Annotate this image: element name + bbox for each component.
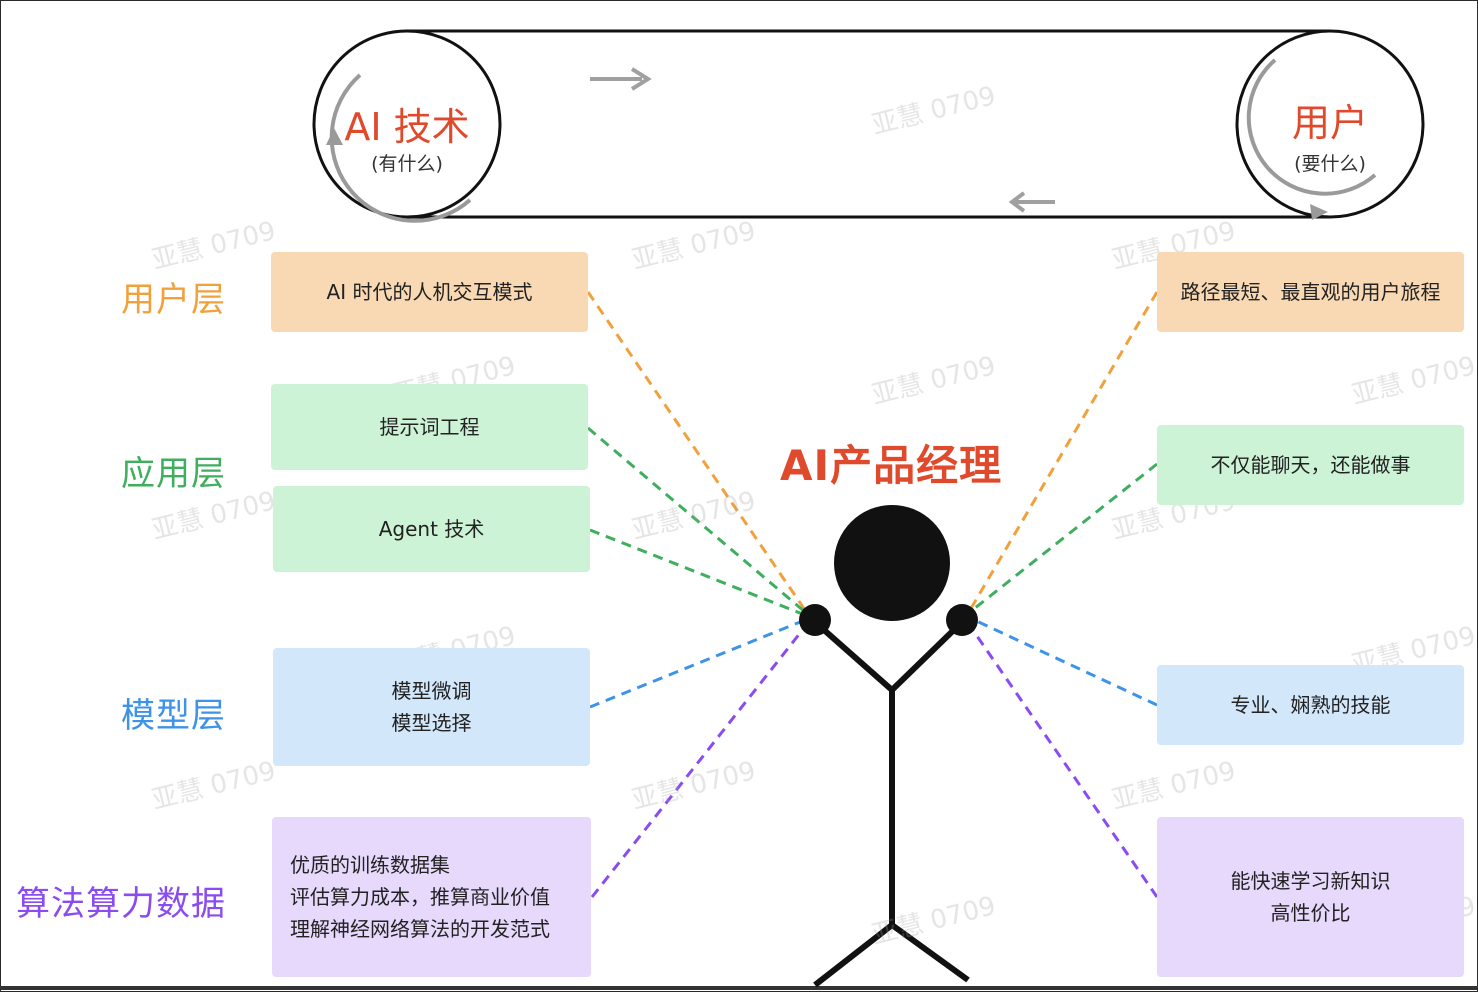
right-hand xyxy=(946,604,978,636)
left-roller xyxy=(312,29,502,219)
left-box-agent-text: Agent 技术 xyxy=(378,517,485,541)
conveyor-belt xyxy=(312,29,1425,223)
left-arrow-icon xyxy=(1008,191,1055,213)
right-box-model: 专业、娴熟的技能 xyxy=(1157,665,1464,745)
connector-left-algo xyxy=(590,622,810,898)
layer-label-algo: 算法算力数据 xyxy=(16,884,226,924)
right-arrow-icon xyxy=(590,67,652,91)
left-box-agent: Agent 技术 xyxy=(273,486,590,572)
right-roller-title: 用户 xyxy=(1291,101,1368,145)
connector-left-prompt xyxy=(587,426,806,614)
layer-label-app: 应用层 xyxy=(121,454,226,494)
left-box-model: 模型微调 模型选择 xyxy=(273,648,590,766)
right-box-algo-line1: 能快速学习新知识 xyxy=(1230,869,1391,893)
left-box-user: AI 时代的人机交互模式 xyxy=(271,252,588,332)
connector-left-model xyxy=(589,618,806,709)
right-box-algo: 能快速学习新知识 高性价比 xyxy=(1157,817,1464,977)
right-box-app: 不仅能聊天，还能做事 xyxy=(1157,425,1464,505)
connector-right-model xyxy=(969,616,1158,707)
connector-left-agent xyxy=(589,528,806,617)
right-box-user: 路径最短、最直观的用户旅程 xyxy=(1157,252,1464,332)
left-connectors xyxy=(586,291,810,898)
connector-right-user xyxy=(968,291,1159,611)
right-rotation-arrow xyxy=(1246,58,1377,196)
right-box-algo-line2: 高性价比 xyxy=(1270,901,1351,925)
right-box-user-text: 路径最短、最直观的用户旅程 xyxy=(1180,280,1441,304)
center-title: AI产品经理 xyxy=(780,441,1003,490)
figure-head xyxy=(834,505,950,621)
layer-label-user: 用户层 xyxy=(121,280,226,320)
left-roller-title: AI 技术 xyxy=(344,105,470,149)
right-box-model-text: 专业、娴熟的技能 xyxy=(1230,693,1391,717)
left-box-prompt-text: 提示词工程 xyxy=(379,415,480,439)
layer-label-model: 模型层 xyxy=(121,696,226,736)
connector-right-algo xyxy=(966,622,1159,898)
left-box-algo-line3: 理解神经网络算法的开发范式 xyxy=(290,917,550,941)
right-roller-subtitle: (要什么) xyxy=(1294,153,1366,175)
stick-figure xyxy=(799,505,978,988)
connector-left-user xyxy=(586,291,807,611)
left-box-algo-line2: 评估算力成本，推算商业价值 xyxy=(290,885,550,909)
right-box-app-text: 不仅能聊天，还能做事 xyxy=(1210,453,1411,477)
right-roller xyxy=(1235,29,1425,219)
left-box-prompt: 提示词工程 xyxy=(271,384,588,470)
left-rotation-arrow xyxy=(329,73,472,223)
left-box-user-text: AI 时代的人机交互模式 xyxy=(326,280,533,304)
left-hand xyxy=(799,604,831,636)
left-box-algo: 优质的训练数据集 评估算力成本，推算商业价值 理解神经网络算法的开发范式 xyxy=(272,817,591,977)
left-box-model-line2: 模型选择 xyxy=(391,711,472,735)
left-box-model-line1: 模型微调 xyxy=(391,679,472,703)
connector-right-app xyxy=(969,462,1158,614)
right-connectors xyxy=(966,291,1159,898)
left-roller-subtitle: (有什么) xyxy=(371,153,443,175)
left-box-algo-line1: 优质的训练数据集 xyxy=(290,853,450,877)
